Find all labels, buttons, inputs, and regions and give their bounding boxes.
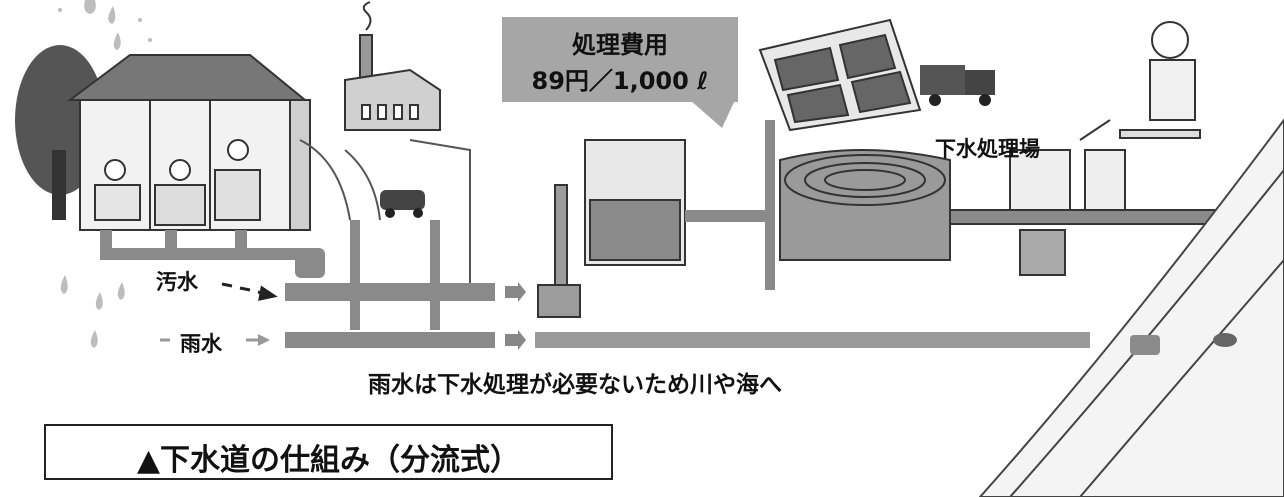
cost-title: 処理費用 — [572, 31, 668, 59]
pump-station — [537, 184, 581, 318]
bubble-tail — [690, 100, 735, 128]
wastewater-label: 汚水 — [156, 270, 198, 294]
caption-text: ▲下水道の仕組み（分流式） — [136, 443, 521, 478]
scientist — [1119, 21, 1201, 139]
house-drain-pipes — [100, 220, 440, 330]
wastewater-arrow-icon — [221, 282, 278, 301]
street — [299, 139, 471, 300]
rain-drops-top — [58, 0, 152, 50]
sludge-beds — [758, 18, 922, 132]
fish — [1213, 333, 1237, 347]
plant-label-line — [1079, 119, 1111, 141]
factory — [344, 1, 441, 131]
rain-drops-left — [60, 275, 125, 348]
connect-pipe — [685, 210, 775, 222]
rainwater-label: 雨水 — [180, 332, 222, 356]
settling-tank — [584, 139, 686, 266]
truck — [920, 65, 995, 106]
flow-arrow-icon — [505, 282, 526, 350]
rainwater-pipe-right — [535, 332, 1090, 348]
sludge-pipe — [765, 120, 775, 290]
caption-box: ▲下水道の仕組み（分流式） — [44, 424, 613, 480]
rainwater-pipe-left — [285, 332, 495, 348]
aeration-tank — [779, 149, 951, 261]
plant-label: 下水処理場 — [935, 137, 1040, 161]
rainwater-note: 雨水は下水処理が必要ないため川や海へ — [368, 372, 782, 398]
outfall-pipe — [1130, 335, 1160, 355]
cost-value: 89円／1,000 ℓ — [531, 67, 709, 95]
car — [380, 190, 425, 218]
house — [67, 54, 311, 231]
cost-bubble: 処理費用 89円／1,000 ℓ — [502, 17, 738, 102]
wastewater-pipe — [285, 283, 495, 301]
rainwater-arrow-icon — [160, 334, 270, 346]
